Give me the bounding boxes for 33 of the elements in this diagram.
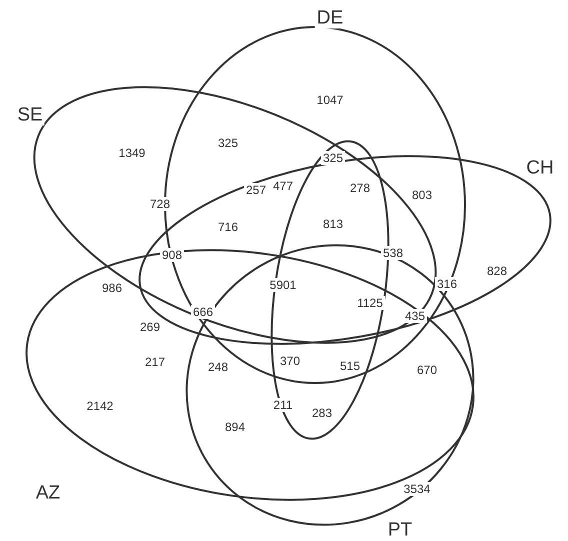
count-label: 670 (414, 363, 440, 377)
count-label: 370 (278, 354, 302, 368)
count-label: 316 (434, 277, 460, 291)
count-label: 803 (410, 188, 434, 202)
count-label: 3534 (402, 482, 432, 496)
set-label: SE (15, 104, 45, 126)
count-label: 813 (320, 217, 346, 231)
count-label: 986 (100, 281, 124, 295)
count-label: 269 (138, 320, 162, 334)
count-label: 1349 (116, 146, 148, 160)
count-label: 828 (484, 264, 510, 278)
count-label: 217 (142, 355, 168, 369)
set-label: DE (314, 8, 346, 28)
count-label: 325 (320, 151, 346, 165)
count-label: 908 (160, 248, 184, 262)
count-label: 2142 (84, 399, 116, 413)
count-label: 728 (148, 197, 172, 211)
count-label: 1047 (314, 93, 346, 107)
count-label: 435 (402, 309, 428, 323)
count-label: 283 (310, 406, 334, 420)
count-label: 1125 (355, 296, 385, 310)
count-label: 666 (190, 305, 216, 319)
count-label: 5901 (268, 278, 298, 292)
count-label: 325 (216, 136, 240, 150)
count-label: 211 (271, 398, 295, 412)
count-label: 248 (206, 360, 230, 374)
count-label: 515 (338, 359, 362, 373)
count-label: 477 (270, 179, 296, 193)
count-label: 894 (222, 420, 248, 434)
count-label: 257 (244, 183, 268, 197)
count-label: 538 (380, 246, 406, 260)
count-label: 278 (348, 181, 372, 195)
count-label: 716 (216, 220, 240, 234)
